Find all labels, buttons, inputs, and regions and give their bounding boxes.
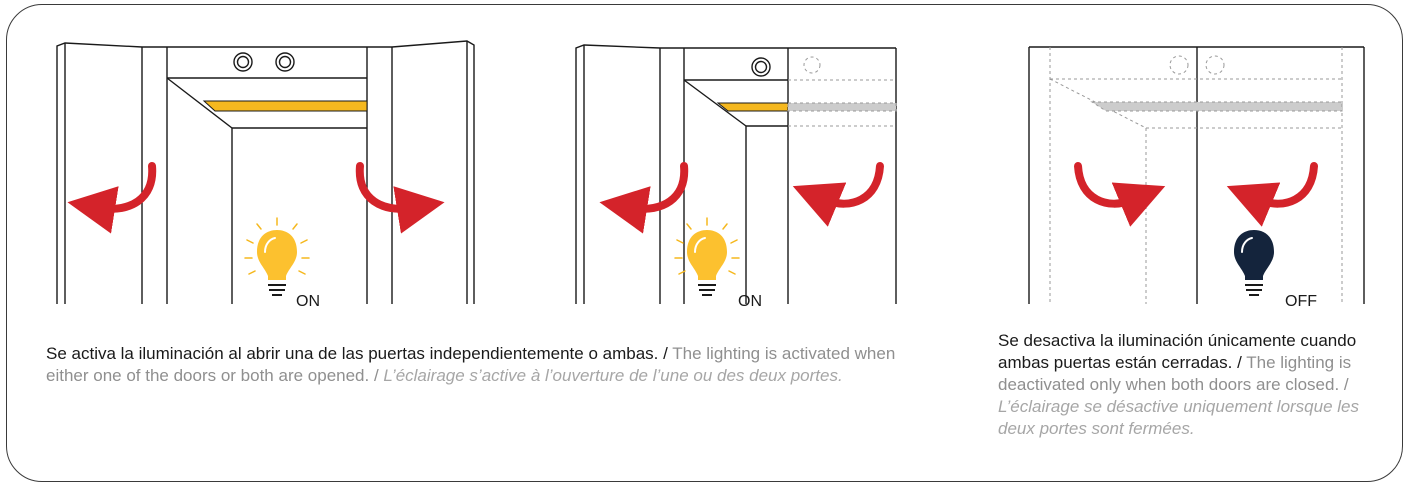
left-door-open xyxy=(56,42,143,304)
led-strip-off xyxy=(787,102,897,112)
caption-separator: / xyxy=(1339,375,1349,394)
curved-arrow-left-inward xyxy=(1074,162,1166,227)
scene-both-open: ON xyxy=(56,40,475,310)
cabinet-body xyxy=(659,47,789,304)
caption-en: The lighting is activated when either on… xyxy=(46,344,896,385)
curved-arrow-right xyxy=(355,162,445,234)
caption-lighting-off: Se desactiva la iluminación únicamente c… xyxy=(998,330,1363,440)
hidden-interior xyxy=(1049,47,1343,304)
led-strip-off xyxy=(1090,101,1343,112)
lighting-diagram: ON xyxy=(56,40,1365,310)
led-strip-on xyxy=(716,102,789,112)
right-door-closed xyxy=(788,47,897,304)
caption-fr: L’éclairage se désactive uniquement lors… xyxy=(998,397,1360,438)
curved-arrow-left xyxy=(67,162,157,234)
cabinet-body xyxy=(141,46,393,304)
curved-arrow-left xyxy=(599,162,689,234)
sensor-icon xyxy=(751,57,771,77)
caption-es: Se desactiva la iluminación únicamente c… xyxy=(998,331,1357,372)
right-door-open xyxy=(391,40,475,304)
scene-both-closed: OFF xyxy=(1028,46,1365,310)
caption-fr: L’éclairage s’active à l’ouverture de l’… xyxy=(383,366,843,385)
caption-separator: / xyxy=(369,366,384,385)
curved-arrow-right-inward xyxy=(792,162,884,227)
panel-frame xyxy=(6,4,1403,482)
caption-es: Se activa la iluminación al abrir una de… xyxy=(46,344,659,363)
caption-lighting-on: Se activa la iluminación al abrir una de… xyxy=(46,343,916,387)
status-label-on: ON xyxy=(738,293,762,310)
bulb-off-icon xyxy=(1234,230,1274,296)
caption-en: The lighting is deactivated only when bo… xyxy=(998,353,1352,394)
sensor-icon xyxy=(233,52,295,72)
closed-doors xyxy=(1028,46,1365,304)
curved-arrow-right-inward xyxy=(1226,162,1318,227)
left-door-open xyxy=(575,44,661,304)
bulb-on-icon xyxy=(674,217,740,296)
caption-separator: / xyxy=(658,344,673,363)
status-label-off: OFF xyxy=(1285,293,1317,310)
bulb-on-icon xyxy=(244,217,310,296)
scene-one-open: ON xyxy=(575,44,897,310)
caption-separator: / xyxy=(1232,353,1247,372)
status-label-on: ON xyxy=(296,293,320,310)
led-strip-on xyxy=(202,100,368,112)
